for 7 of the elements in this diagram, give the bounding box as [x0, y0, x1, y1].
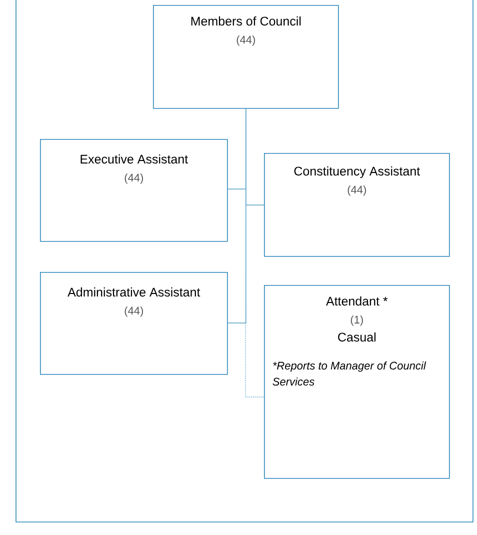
role-box: Executive Assistant (44) [40, 139, 228, 242]
role-box: Constituency Assistant (44) [264, 153, 450, 257]
role-box: Members of Council (44) [153, 5, 339, 109]
connector-line [227, 108, 246, 324]
role-box: Administrative Assistant (44) [40, 272, 228, 375]
connector-line [245, 108, 264, 398]
role-box: Attendant * (1) Casual *Reports to Manager of Council Services [264, 285, 450, 479]
